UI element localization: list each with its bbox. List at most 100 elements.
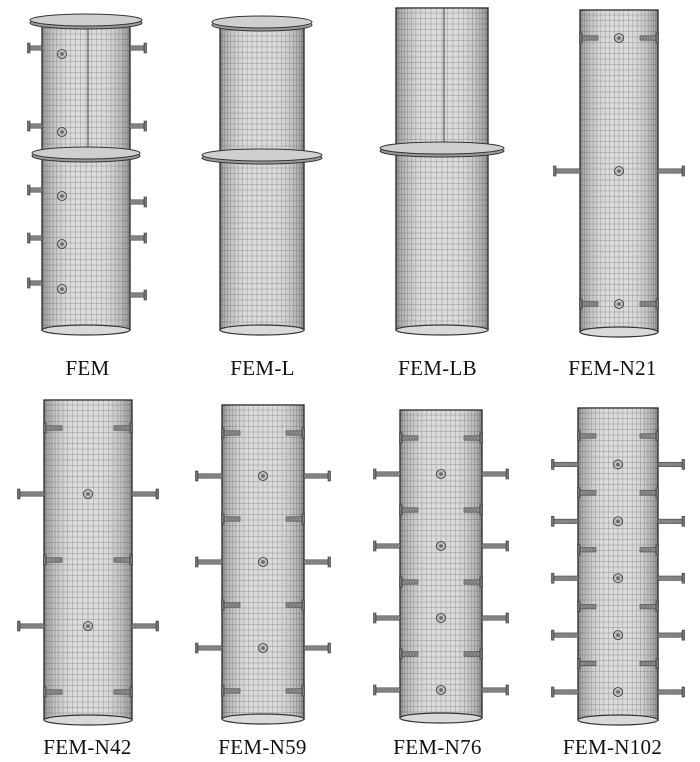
shear-stud (639, 544, 659, 556)
column-fem-n76 (373, 409, 509, 724)
front-stud (57, 127, 67, 137)
front-stud (614, 299, 624, 309)
shear-stud (43, 422, 63, 434)
front-stud (613, 630, 623, 641)
column-fem-l (201, 15, 323, 336)
shear-stud (285, 599, 305, 611)
shear-stud (399, 648, 419, 660)
model-label-fem-lb: FEM-LB (398, 356, 477, 380)
shear-stud (553, 165, 581, 177)
front-stud (613, 516, 623, 527)
model-label-fem-n102: FEM-N102 (562, 735, 663, 759)
front-stud (57, 284, 67, 294)
front-stud (613, 459, 623, 470)
shear-stud (481, 684, 509, 696)
model-label-fem-n21: FEM-N21 (568, 356, 657, 380)
shear-stud (27, 42, 43, 54)
shear-stud (577, 430, 597, 442)
model-label-fem-l: FEM-L (230, 356, 295, 380)
shear-stud (399, 504, 419, 516)
shear-stud (303, 470, 331, 482)
shear-stud (129, 289, 147, 301)
model-label-fem-n76: FEM-N76 (393, 735, 482, 759)
shear-stud (129, 120, 147, 132)
shear-stud (481, 540, 509, 552)
front-stud (436, 541, 446, 551)
front-stud (57, 49, 67, 59)
shear-stud (579, 298, 599, 310)
shear-stud (639, 487, 659, 499)
shear-stud (27, 184, 43, 196)
column-fem-n42 (17, 399, 159, 726)
shear-stud (639, 298, 659, 310)
shear-stud (639, 430, 659, 442)
shear-stud (195, 556, 223, 568)
front-stud (613, 687, 623, 697)
shear-stud (639, 32, 659, 44)
shear-stud (373, 468, 401, 480)
shear-stud (27, 120, 43, 132)
shear-stud (17, 488, 45, 500)
shear-stud (373, 540, 401, 552)
shear-stud (463, 648, 483, 660)
shear-stud (303, 556, 331, 568)
front-stud (436, 469, 446, 479)
shear-stud (579, 32, 599, 44)
column-fem-n102 (551, 407, 685, 726)
shear-stud (463, 504, 483, 516)
shear-stud (551, 516, 579, 527)
shear-stud (221, 685, 241, 697)
mid-flange (379, 141, 505, 158)
front-stud (258, 643, 268, 653)
shear-stud (463, 576, 483, 588)
front-stud (436, 613, 446, 623)
shear-stud (639, 601, 659, 612)
model-label-fem-n59: FEM-N59 (218, 735, 307, 759)
shear-stud (551, 572, 579, 584)
shear-stud (577, 487, 597, 499)
shear-stud (285, 685, 305, 697)
shear-stud (551, 686, 579, 698)
shear-stud (657, 686, 685, 698)
shear-stud (657, 572, 685, 584)
shear-stud (639, 658, 659, 669)
shear-stud (43, 554, 63, 566)
column-fem-n59 (195, 404, 331, 725)
shear-stud (657, 165, 685, 177)
shear-stud (17, 620, 45, 632)
shear-stud (113, 422, 133, 434)
column-fem (27, 13, 147, 336)
mid-flange (31, 146, 141, 163)
shear-stud (27, 277, 43, 289)
front-stud (614, 166, 624, 176)
front-stud (57, 239, 67, 249)
shear-stud (195, 642, 223, 654)
front-stud (614, 33, 624, 43)
front-stud (57, 191, 67, 201)
shear-stud (373, 684, 401, 696)
shear-stud (285, 513, 305, 525)
front-stud (613, 573, 623, 584)
shear-stud (373, 612, 401, 624)
shear-stud (113, 686, 133, 698)
shear-stud (129, 232, 147, 244)
shear-stud (131, 620, 159, 632)
shear-stud (657, 516, 685, 527)
front-stud (83, 621, 93, 631)
shear-stud (399, 576, 419, 588)
shear-stud (43, 686, 63, 698)
shear-stud (481, 468, 509, 480)
shear-stud (577, 544, 597, 556)
shear-stud (577, 658, 597, 669)
shear-stud (481, 612, 509, 624)
shear-stud (463, 432, 483, 444)
shear-stud (195, 470, 223, 482)
shear-stud (131, 488, 159, 500)
top-flange (29, 13, 143, 30)
shear-stud (303, 642, 331, 654)
shear-stud (129, 196, 147, 208)
shear-stud (221, 513, 241, 525)
model-label-fem-n42: FEM-N42 (43, 735, 132, 759)
